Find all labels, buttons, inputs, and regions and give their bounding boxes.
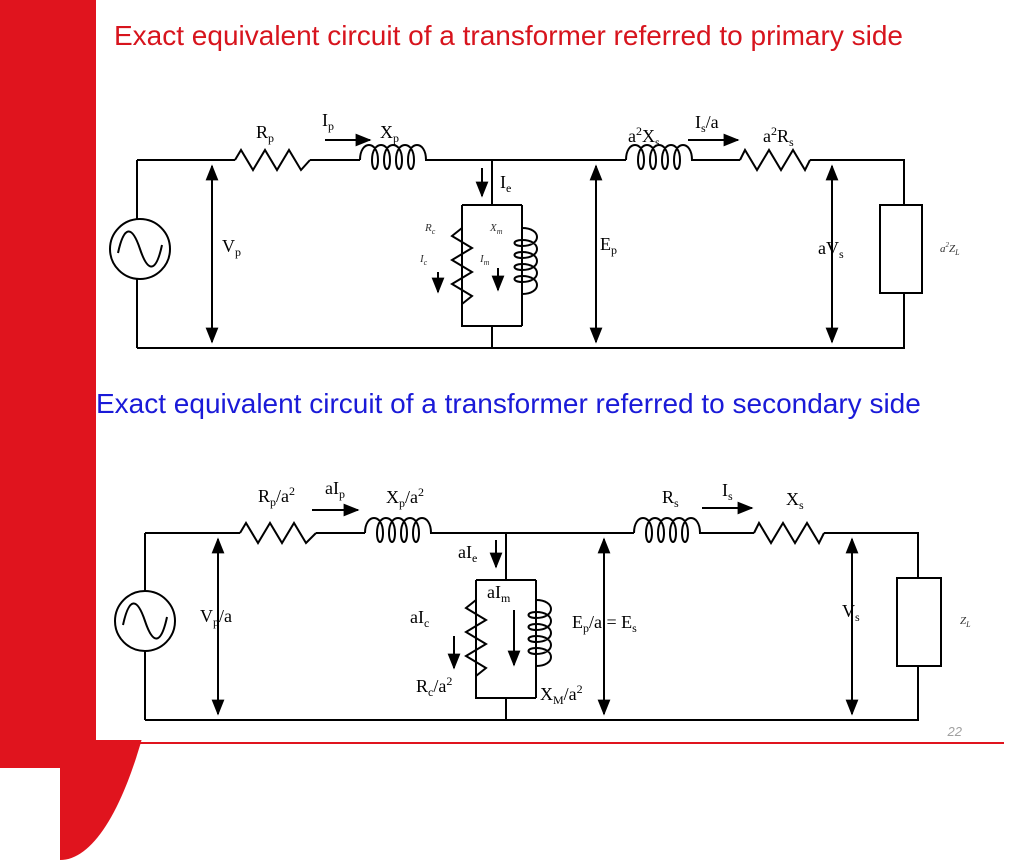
label-aIe: aIe: [458, 542, 477, 565]
top-wire-5: [824, 532, 919, 578]
label-aIc: aIc: [410, 607, 429, 630]
label-a2Xs: a2Xs: [628, 124, 660, 149]
resistor-a2Rs: [739, 147, 811, 173]
label-a2Rs: a2Rs: [763, 124, 794, 149]
inductor-XMa2: [527, 599, 552, 667]
inductor-Rs: [633, 517, 706, 543]
ac-source-wave: [122, 602, 168, 640]
resistor-Rp: [234, 148, 311, 172]
label-Ep: Ep: [600, 234, 617, 257]
resistor-Rpa2: [239, 521, 317, 545]
label-Xm: Xm: [489, 222, 503, 236]
labels-primary: Rp Ip Xp a2Xs Is/a a2Rs Ie Vp Ep aVs Rc …: [222, 110, 960, 267]
inductor-Xm: [513, 227, 538, 295]
circuit-secondary: [114, 501, 942, 721]
load-impedance-secondary: [896, 577, 942, 667]
label-Im: Im: [479, 253, 490, 267]
label-Ip: Ip: [322, 110, 334, 133]
label-Ic: Ic: [419, 253, 428, 267]
ac-source-wave: [117, 230, 163, 268]
label-Rp: Rp: [256, 122, 274, 145]
resistor-Rca2: [464, 599, 488, 677]
label-Rca2: Rc/a2: [416, 674, 452, 699]
label-Rc: Rc: [424, 222, 436, 236]
circuit-diagrams: Rp Ip Xp a2Xs Is/a a2Rs Ie Vp Ep aVs Rc …: [109, 110, 971, 721]
label-Isa: Is/a: [695, 112, 719, 135]
title-secondary: Exact equivalent circuit of a transforme…: [96, 388, 921, 419]
slide-number: 22: [947, 724, 962, 739]
label-Xs: Xs: [786, 489, 804, 512]
footer-rule: [96, 742, 1004, 744]
label-aIp: aIp: [325, 478, 345, 501]
label-load-primary: a2ZL: [940, 241, 960, 257]
label-EpEs: Ep/a = Es: [572, 612, 637, 635]
ac-source: [114, 590, 176, 652]
inductor-Xp: [359, 144, 432, 170]
shunt-box: [461, 204, 523, 327]
label-Rpa2: Rp/a2: [258, 484, 295, 509]
label-Ie: Ie: [500, 172, 511, 195]
load-impedance-primary: [879, 204, 923, 294]
resistor-Xs: [753, 520, 825, 546]
label-Is: Is: [722, 480, 733, 503]
title-primary: Exact equivalent circuit of a transforme…: [114, 20, 903, 51]
label-load-secondary: ZL: [960, 615, 971, 629]
label-Vs: Vs: [842, 601, 860, 624]
label-Xp: Xp: [380, 122, 399, 145]
label-aVs: aVs: [818, 238, 844, 261]
bottom-wire: [137, 293, 905, 349]
label-XMa2: XM/a2: [540, 682, 583, 707]
top-wire-5: [810, 159, 905, 205]
inductor-Xpa2: [364, 517, 437, 543]
ac-source: [109, 218, 171, 280]
bottom-wire: [145, 666, 919, 721]
label-Rs: Rs: [662, 487, 679, 510]
circuit-primary: [109, 133, 923, 349]
content-panel: [96, 0, 1024, 740]
inductor-a2Xs: [625, 144, 698, 170]
label-Vp: Vp: [222, 236, 241, 259]
label-aIm: aIm: [487, 582, 511, 605]
label-Xpa2: Xp/a2: [386, 485, 424, 510]
label-Vpa: Vp/a: [200, 606, 232, 629]
labels-secondary: Rp/a2 aIp Xp/a2 Rs Is Xs aIe aIm Vp/a aI…: [200, 478, 971, 707]
resistor-Rc: [450, 227, 474, 305]
